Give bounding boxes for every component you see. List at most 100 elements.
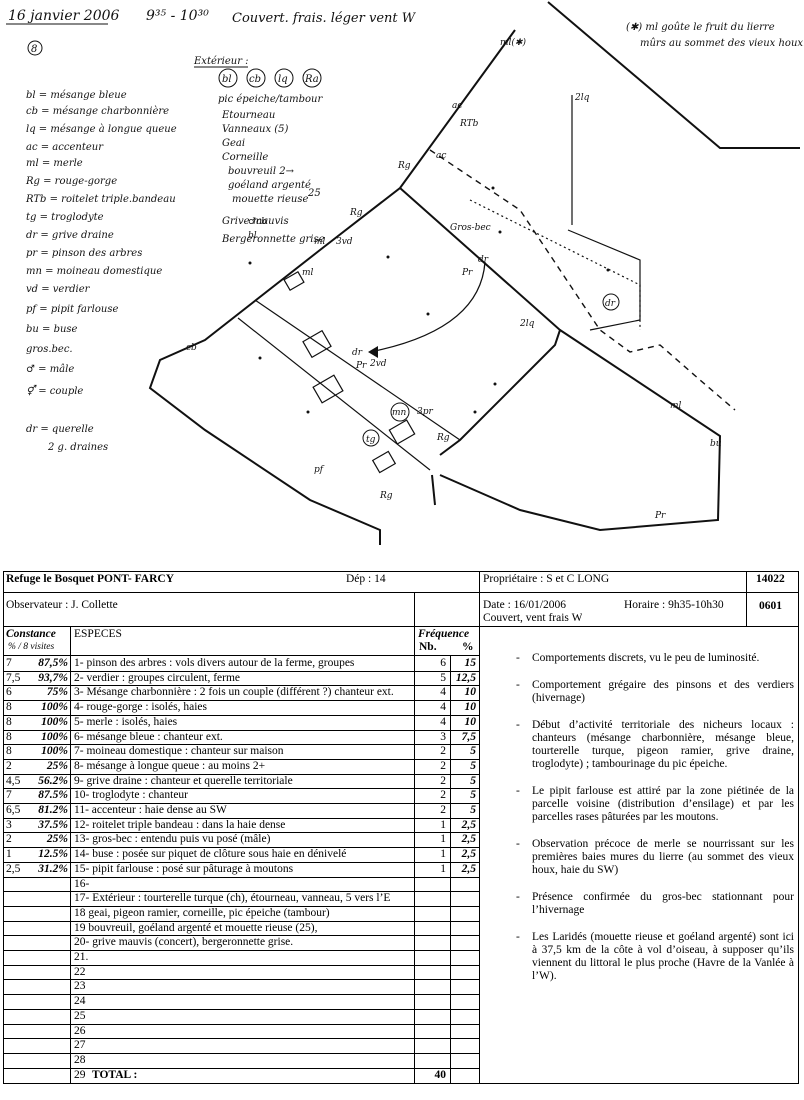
- svg-text:pf = pipit farlouse: pf = pipit farlouse: [26, 304, 118, 315]
- row-divider: [4, 803, 479, 804]
- species-entry: 13- gros-bec : entendu puis vu posé (mâl…: [74, 833, 271, 846]
- svg-text:mn: mn: [392, 408, 407, 418]
- row-divider: [4, 1067, 479, 1069]
- svg-text:Gros-bec: Gros-bec: [450, 223, 491, 233]
- frequency-nb: 3: [440, 730, 446, 743]
- svg-text:2vd: 2vd: [369, 359, 387, 369]
- sketch-observation-dots: [248, 186, 610, 414]
- constance-percent: 25%: [46, 833, 68, 846]
- constance-percent: 37.5%: [38, 818, 68, 831]
- svg-text:Corneille: Corneille: [222, 152, 268, 163]
- frequency-pct: 2,5: [461, 862, 476, 875]
- species-entry: 26: [74, 1024, 86, 1037]
- sketch-circled-number: 8: [31, 44, 37, 55]
- frequency-pct: 10: [464, 715, 477, 728]
- sketch-arrowhead: [368, 346, 378, 358]
- svg-text:Rg = rouge-gorge: Rg = rouge-gorge: [25, 176, 117, 187]
- constance-percent: 56.2%: [38, 774, 68, 787]
- svg-text:cb: cb: [186, 343, 197, 353]
- row-divider: [4, 832, 479, 834]
- remark-item: Observation précoce de merle se nourriss…: [494, 838, 794, 877]
- svg-text:Ra: Ra: [304, 74, 319, 85]
- sketch-boundaries: [148, 1, 800, 545]
- svg-text:bouvreuil 2→: bouvreuil 2→: [228, 166, 295, 177]
- frequency-pct: 10: [464, 701, 477, 714]
- observateur: Observateur : J. Collette: [6, 599, 118, 611]
- species-entry: 28: [74, 1053, 86, 1066]
- frequency-nb: 2: [440, 759, 446, 772]
- svg-text:3pr: 3pr: [417, 407, 433, 417]
- col-constance: Constance: [6, 628, 56, 640]
- total-nb: 40: [434, 1069, 447, 1081]
- constance-value: 8: [6, 730, 12, 743]
- svg-text:Pr: Pr: [654, 511, 666, 521]
- constance-value: 2,5: [6, 862, 21, 875]
- row-divider: [4, 670, 479, 672]
- col-especes: ESPECES: [74, 628, 122, 640]
- svg-text:Rg: Rg: [397, 161, 411, 171]
- species-entry: 10- troglodyte : chanteur: [74, 789, 189, 802]
- remark-item: Le pipit farlouse est attiré par la zone…: [494, 785, 794, 824]
- row-divider: [4, 905, 479, 907]
- sketch-dotted-path: [469, 199, 641, 330]
- constance-value: 2: [6, 759, 12, 772]
- species-entry: 6- mésange bleue : chanteur ext.: [74, 730, 223, 743]
- constance-value: 6,5: [6, 804, 21, 816]
- svg-text:Etourneau: Etourneau: [221, 110, 275, 121]
- sketch-flight-arrow: [369, 261, 486, 353]
- species-entry: 14- buse : posée sur piquet de clôture s…: [74, 848, 347, 861]
- frequency-pct: 12,5: [455, 671, 476, 684]
- remark-item: Les Laridés (mouette rieuse et goéland a…: [494, 931, 794, 983]
- row-divider: [4, 920, 479, 922]
- species-entry: 9- grive draine : chanteur et querelle t…: [74, 774, 293, 787]
- svg-text:dr: dr: [605, 299, 616, 309]
- species-entry: 18 geai, pigeon ramier, corneille, pic é…: [74, 906, 330, 919]
- species-entry: 2- verdier : groupes circulent, ferme: [74, 671, 241, 684]
- svg-text:mouette rieuse: mouette rieuse: [232, 194, 308, 205]
- species-entry: 22: [74, 965, 86, 978]
- species-entry: 17- Extérieur : tourterelle turque (ch),…: [74, 892, 391, 905]
- svg-text:pr = pinson des arbres: pr = pinson des arbres: [26, 248, 142, 259]
- sketch-date: 16 janvier 2006: [8, 8, 120, 24]
- field-sketch-map: 16 janvier 2006 9³⁵ - 10³⁰ Couvert. frai…: [6, 1, 804, 545]
- frequency-pct: 5: [470, 745, 476, 758]
- row-divider: [4, 891, 479, 893]
- frequency-nb: 4: [440, 701, 446, 714]
- constance-percent: 31.2%: [38, 862, 68, 875]
- code-commune: 14022: [756, 573, 785, 585]
- frequency-nb: 4: [440, 686, 446, 699]
- sketch-exterior-list: Extérieur : bl cb lq Ra pic épeiche/tamb…: [193, 56, 325, 245]
- col-constance-sub: % / 8 visites: [8, 642, 55, 652]
- proprietaire: Propriétaire : S et C LONG: [483, 573, 610, 585]
- col-frequence: Fréquence: [418, 628, 470, 640]
- svg-text:mn = moineau domestique: mn = moineau domestique: [26, 266, 162, 277]
- constance-value: 7: [6, 657, 12, 669]
- svg-text:25: 25: [307, 188, 321, 199]
- svg-text:cb = mésange charbonnière: cb = mésange charbonnière: [26, 106, 169, 117]
- frequency-pct: 15: [464, 657, 477, 669]
- svg-text:Grive mauvis: Grive mauvis: [222, 216, 289, 227]
- species-entry: 25: [74, 1009, 86, 1022]
- row-divider: [4, 773, 479, 775]
- svg-text:ac: ac: [452, 101, 462, 111]
- row-divider: [4, 876, 479, 878]
- svg-text:Rg: Rg: [349, 208, 363, 218]
- sketch-map-labels: ml(✱) 2lq ac RTb Rg ac Rg ml 3vd Gros-be…: [186, 37, 722, 521]
- row-divider: [4, 1038, 479, 1040]
- frequency-pct: 5: [470, 759, 476, 772]
- svg-text:goéland argenté: goéland argenté: [228, 180, 311, 191]
- constance-percent: 100%: [41, 701, 68, 714]
- svg-text:dr = grive draine: dr = grive draine: [26, 230, 114, 241]
- row-divider: [4, 979, 479, 981]
- svg-text:tg = troglodyte: tg = troglodyte: [26, 212, 104, 223]
- frequency-nb: 1: [440, 848, 446, 861]
- svg-text:ac = accenteur: ac = accenteur: [26, 142, 104, 153]
- col-nb: Nb.: [419, 641, 437, 653]
- species-entry: 15- pipit farlouse : posé sur pâturage à…: [74, 862, 294, 875]
- constance-value: 8: [6, 701, 12, 714]
- svg-text:bu: bu: [710, 439, 722, 449]
- frequency-nb: 6: [440, 657, 446, 669]
- svg-text:⚥ = couple: ⚥ = couple: [26, 384, 83, 397]
- row-divider: [4, 847, 479, 849]
- constance-value: 3: [6, 818, 12, 831]
